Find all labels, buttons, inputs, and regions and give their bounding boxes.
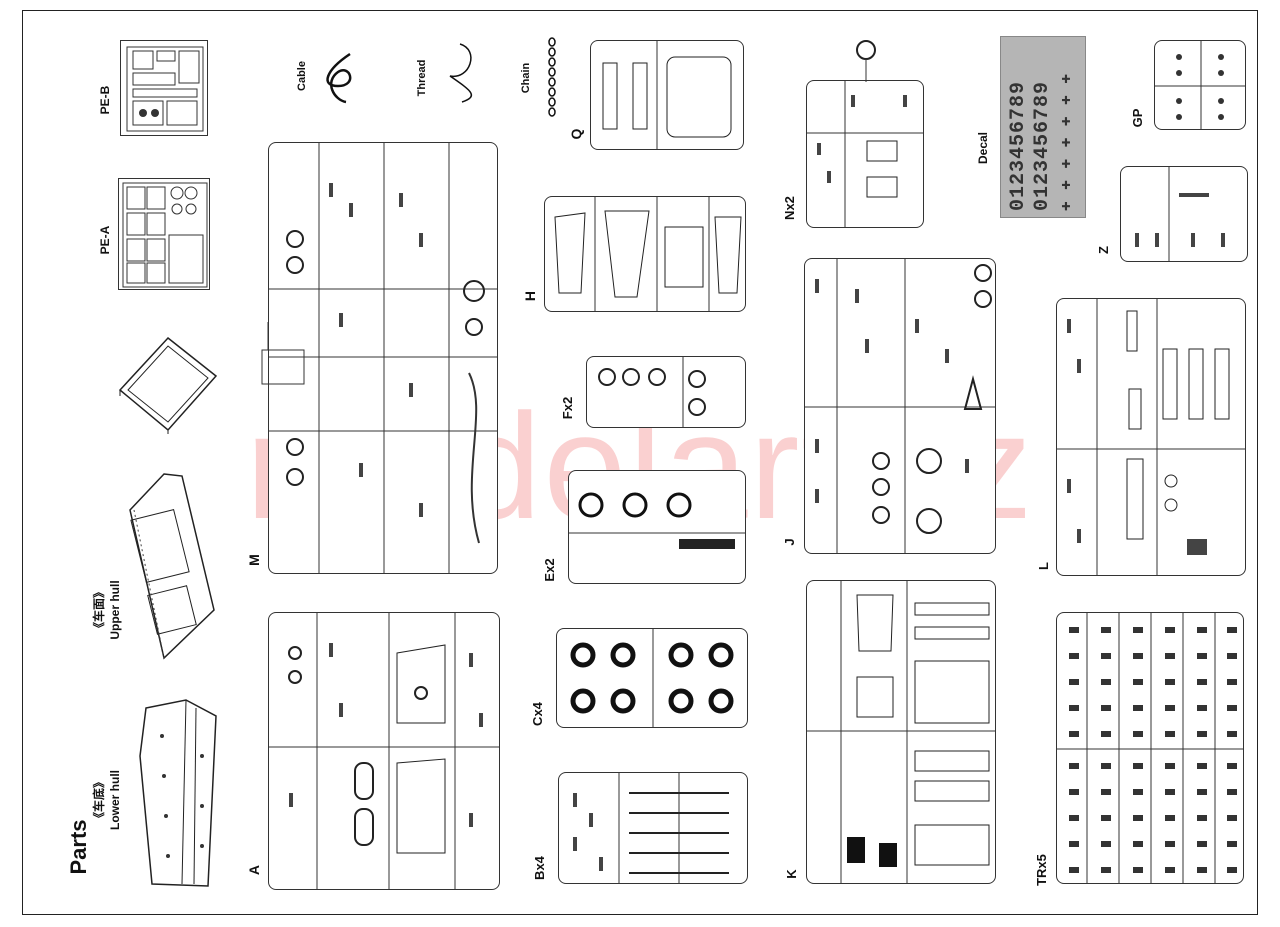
page-frame: [22, 10, 1258, 915]
photo-etch-a-drawing: [122, 182, 208, 288]
sprue-j-drawing: [805, 259, 995, 553]
sprue-q: [590, 40, 744, 150]
sprue-h: [544, 196, 746, 312]
sprue-k-drawing: [807, 581, 995, 883]
q4-label: [120, 404, 136, 432]
photo-etch-b-drawing: [126, 46, 204, 132]
lower-hull-label: Lower hull: [108, 770, 122, 830]
upper-hull-label: Upper hull: [108, 580, 122, 640]
cable-drawing: [326, 52, 352, 104]
sprue-m-drawing: [269, 143, 497, 573]
decal-numbers-row-1: 0123456789: [1007, 80, 1030, 211]
photo-etch-b: [120, 40, 208, 136]
sprue-j: [804, 258, 996, 554]
decal-label: Decal: [976, 131, 990, 165]
chain-label: Chain: [520, 62, 532, 94]
sprue-a-label: A: [246, 864, 262, 876]
lower-hull-cn-label: 《车底》: [92, 776, 106, 825]
sprue-n-drawing: [807, 81, 923, 227]
sprue-k-label: K: [784, 869, 799, 879]
sprue-h-label: H: [522, 290, 538, 302]
q4-part-drawing: [118, 336, 218, 434]
thread-drawing: [449, 43, 473, 103]
pe-a-label: PE-A: [98, 225, 112, 255]
sprue-n-wheel: [856, 40, 876, 82]
sprue-k: [806, 580, 996, 884]
sprue-e-drawing: [569, 492, 745, 549]
sprue-m-label: M: [246, 554, 262, 566]
lower-hull-drawing: [139, 699, 217, 887]
photo-etch-a: [118, 178, 210, 290]
page-title: Parts: [66, 819, 91, 875]
decal-crosses-row: ✚ ✚ ✚ ✚ ✚ ✚ ✚: [1057, 72, 1075, 211]
sprue-b-label: Bx4: [532, 856, 547, 880]
sprue-m-attachment: [261, 322, 305, 385]
sprue-f-label: Fx2: [560, 396, 575, 420]
upper-hull-cn-label: 《车面》: [92, 586, 106, 635]
sprue-h-drawing: [554, 197, 742, 311]
cable-label: Cable: [296, 61, 308, 91]
sprue-e-label: Ex2: [542, 558, 557, 582]
sprue-m: [268, 142, 498, 574]
sprue-gp-label: GP: [1130, 108, 1145, 128]
sprue-gp: [1154, 40, 1246, 130]
thread-label: Thread: [416, 59, 428, 97]
sprue-n: [806, 80, 924, 228]
sprue-b: [558, 772, 748, 884]
sprue-z-label: Z: [1096, 246, 1111, 254]
decal-numbers-row-2: 0123456789: [1031, 80, 1054, 211]
sprue-n-label: Nx2: [782, 196, 797, 220]
sprue-c-drawing: [570, 629, 734, 727]
sprue-f-drawing: [598, 357, 706, 427]
sprue-f: [586, 356, 746, 428]
pe-b-label: PE-B: [98, 85, 112, 115]
sprue-tr-drawing: [1057, 613, 1243, 883]
decal-sheet: 0123456789 0123456789 ✚ ✚ ✚ ✚ ✚ ✚ ✚: [1000, 36, 1086, 218]
sprue-c-label: Cx4: [530, 702, 545, 726]
sprue-z-drawing: [1135, 167, 1225, 261]
sprue-b-drawing: [573, 773, 729, 883]
sprue-tr-label: TRx5: [1034, 854, 1049, 886]
sprue-c: [556, 628, 748, 728]
sprue-l-drawing: [1057, 299, 1245, 575]
chain-drawing: [548, 37, 556, 117]
sprue-a: [268, 612, 500, 890]
sprue-a-drawing: [269, 613, 499, 889]
sprue-l: [1056, 298, 1246, 576]
sprue-e: [568, 470, 746, 584]
sprue-l-label: L: [1036, 562, 1051, 570]
upper-hull-drawing: [129, 473, 215, 660]
sprue-gp-drawing: [1155, 41, 1245, 129]
sprue-j-label: J: [782, 538, 797, 546]
sprue-q-drawing: [602, 41, 732, 149]
sprue-tr: [1056, 612, 1244, 884]
sprue-q-label: Q: [568, 128, 584, 140]
sprue-z: [1120, 166, 1248, 262]
